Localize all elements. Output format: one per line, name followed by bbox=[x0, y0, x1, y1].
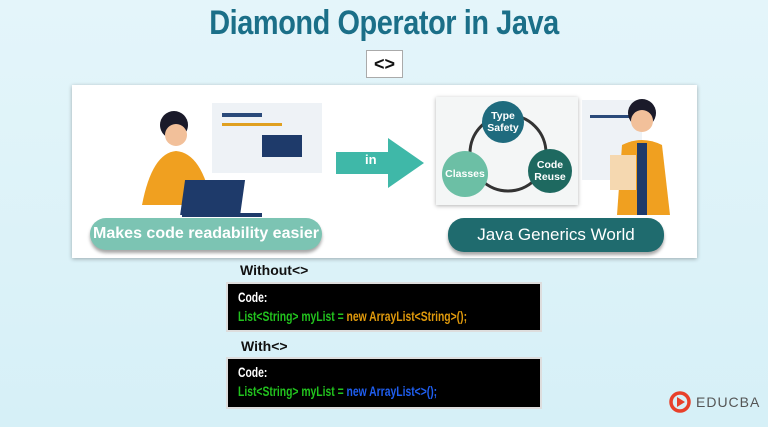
diamond-operator-badge: <> bbox=[366, 50, 403, 78]
diagram-node-classes: Classes bbox=[442, 151, 488, 197]
without-heading: Without<> bbox=[240, 262, 309, 278]
code-label: Code: bbox=[238, 289, 268, 305]
with-heading: With<> bbox=[241, 338, 288, 354]
code-block-with: Code: List<String> myList = new ArrayLis… bbox=[226, 357, 542, 409]
code-declaration: List<String> myList = bbox=[238, 383, 347, 399]
diagram-node-type-safety: Type Safety bbox=[482, 101, 524, 143]
readability-pill: Makes code readability easier bbox=[90, 218, 322, 250]
arrow-label: in bbox=[365, 152, 377, 167]
arrow-right-icon bbox=[336, 138, 424, 188]
educba-logo: EDUCBA bbox=[668, 390, 760, 414]
code-label: Code: bbox=[238, 364, 268, 380]
code-expression: new ArrayList<String>(); bbox=[346, 308, 468, 324]
educba-logo-icon bbox=[669, 391, 691, 413]
generics-diagram: Type Safety Classes Code Reuse bbox=[436, 97, 578, 205]
java-generics-pill: Java Generics World bbox=[448, 218, 664, 252]
logo-text: EDUCBA bbox=[696, 394, 761, 410]
code-block-without: Code: List<String> myList = new ArrayLis… bbox=[226, 282, 542, 332]
code-expression: new ArrayList<>(); bbox=[346, 383, 438, 399]
diagram-node-code-reuse: Code Reuse bbox=[528, 149, 572, 193]
developer-standing-illustration bbox=[582, 99, 670, 215]
page-title: Diamond Operator in Java bbox=[209, 4, 559, 42]
developer-laptop-illustration bbox=[142, 103, 322, 217]
code-declaration: List<String> myList = bbox=[238, 308, 347, 324]
